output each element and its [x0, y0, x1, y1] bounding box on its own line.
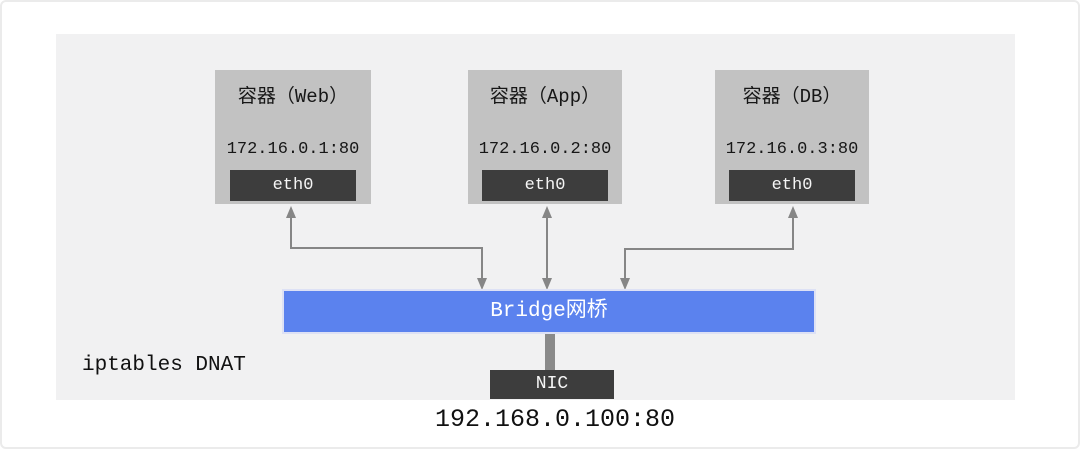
container-ip: 172.16.0.1:80: [226, 140, 360, 159]
container-ip: 172.16.0.3:80: [725, 140, 859, 159]
container-node-db: 容器（DB） 172.16.0.3:80 eth0: [715, 70, 869, 204]
host-address-label: 192.168.0.100:80: [435, 405, 676, 434]
container-node-web: 容器（Web） 172.16.0.1:80 eth0: [215, 70, 371, 204]
nic-node: NIC: [490, 370, 614, 399]
eth0-interface-label: eth0: [482, 170, 608, 201]
container-title: 容器（Web）: [237, 86, 349, 108]
eth0-interface-label: eth0: [729, 170, 855, 201]
container-title: 容器（DB）: [742, 86, 842, 108]
container-node-app: 容器（App） 172.16.0.2:80 eth0: [468, 70, 622, 204]
iptables-dnat-label: iptables DNAT: [82, 354, 246, 377]
bridge-node: Bridge网桥: [282, 289, 816, 334]
container-title: 容器（App）: [489, 86, 601, 108]
eth0-interface-label: eth0: [230, 170, 356, 201]
bridge-nic-connector: [545, 334, 555, 371]
container-ip: 172.16.0.2:80: [478, 140, 612, 159]
